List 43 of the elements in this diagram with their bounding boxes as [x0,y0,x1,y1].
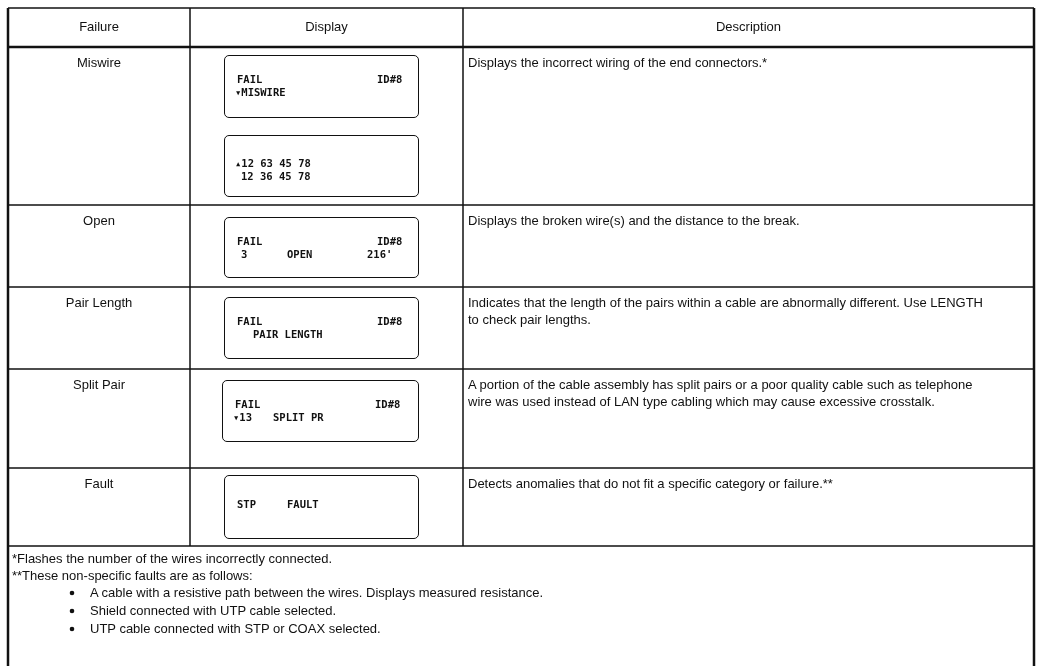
lcd-display [222,380,419,442]
failure-name: Pair Length [64,294,134,311]
display-text: FAULT [287,498,319,510]
display-text: ▴12 63 45 78 [235,157,311,169]
display-text: ID#8 [377,73,403,85]
display-text: SPLIT PR [273,411,324,423]
display-text: ID#8 [377,315,403,327]
display-text: FAIL [237,315,263,327]
bullet-item: UTP cable connected with STP or COAX selected. [90,620,382,637]
display-text: 216' [367,248,393,260]
failure-name: Fault [83,475,115,492]
description-text: Displays the incorrect wiring of the end connectors.* [468,54,769,71]
lcd-display [224,217,419,278]
display-text: ▾13 [233,411,252,423]
footnote-text: *Flashes the number of the wires incorrectly connected. [12,550,334,567]
description-text: Displays the broken wire(s) and the distance to the break. [468,212,801,229]
bullet-item: A cable with a resistive path between the wires. Displays measured resistance. [90,584,545,601]
description-text: Detects anomalies that do not fit a specific category or failure.** [468,475,834,492]
display-text: FAIL [237,73,263,85]
description-text: Indicates that the length of the pairs within a cable are abnormally different. Use LENGTH to check pair lengths. [468,294,984,328]
lcd-display [224,475,419,539]
lcd-display [224,135,419,197]
lcd-display [224,55,419,118]
footnote-text: **These non-specific faults are as follows: [12,567,254,584]
failure-name: Miswire [75,54,123,71]
failure-name: Open [82,212,116,229]
display-text: ID#8 [375,398,401,410]
display-text: PAIR LENGTH [253,328,323,340]
display-text: FAIL [237,235,263,247]
display-text: 12 36 45 78 [241,170,311,182]
display-text: FAIL [235,398,261,410]
column-header: Description [715,18,782,35]
bullet-item: Shield connected with UTP cable selected. [90,602,338,619]
failure-name: Split Pair [72,376,126,393]
description-text: A portion of the cable assembly has split pairs or a poor quality cable such as telephone wire was used instead of LAN type cabling which may cause excessive crosstalk. [468,376,974,410]
column-header: Display [304,18,349,35]
display-text: ▾MISWIRE [235,86,286,98]
display-text: 3 [241,248,248,260]
display-text: ID#8 [377,235,403,247]
column-header: Failure [78,18,120,35]
display-text: STP [237,498,256,510]
display-text: OPEN [287,248,313,260]
lcd-display [224,297,419,359]
